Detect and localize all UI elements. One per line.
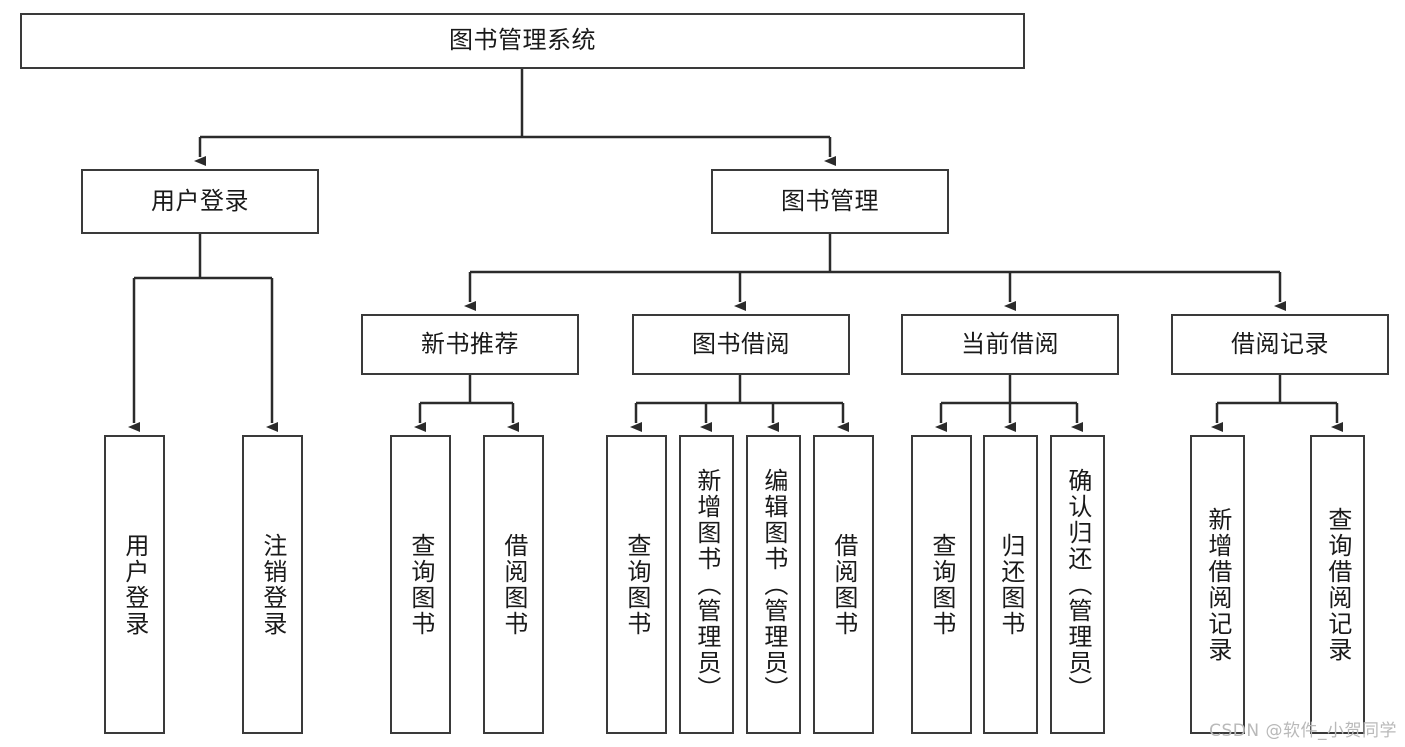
node-new-book-recommend-label: 新书推荐 <box>421 329 519 358</box>
node-user-login[interactable]: 用户登录 <box>81 169 319 234</box>
node-borrow-record[interactable]: 借阅记录 <box>1171 314 1389 375</box>
leaf-logout[interactable]: 注销登录 <box>242 435 303 734</box>
leaf-logout-label: 注销登录 <box>258 532 287 637</box>
leaf-query-book-current-label: 查询图书 <box>927 532 956 637</box>
leaf-add-borrow-record-label: 新增借阅记录 <box>1203 506 1232 663</box>
node-book-borrow[interactable]: 图书借阅 <box>632 314 850 375</box>
node-user-login-label: 用户登录 <box>151 186 249 215</box>
leaf-query-borrow-record[interactable]: 查询借阅记录 <box>1310 435 1365 734</box>
node-borrow-record-label: 借阅记录 <box>1231 329 1329 358</box>
node-current-borrow[interactable]: 当前借阅 <box>901 314 1119 375</box>
leaf-confirm-return-admin-label: 确认归还（管理员） <box>1063 467 1092 702</box>
leaf-borrow-book-recommend-label: 借阅图书 <box>499 532 528 637</box>
leaf-borrow-book[interactable]: 借阅图书 <box>813 435 874 734</box>
watermark: CSDN @软件_小贺同学 <box>1209 721 1397 741</box>
node-book-borrow-label: 图书借阅 <box>692 329 790 358</box>
node-current-borrow-label: 当前借阅 <box>961 329 1059 358</box>
leaf-query-book-borrow[interactable]: 查询图书 <box>606 435 667 734</box>
leaf-query-borrow-record-label: 查询借阅记录 <box>1323 506 1352 663</box>
node-root[interactable]: 图书管理系统 <box>20 13 1025 69</box>
leaf-add-borrow-record[interactable]: 新增借阅记录 <box>1190 435 1245 734</box>
leaf-add-book-admin[interactable]: 新增图书（管理员） <box>679 435 734 734</box>
leaf-query-book-borrow-label: 查询图书 <box>622 532 651 637</box>
node-book-management-label: 图书管理 <box>781 186 879 215</box>
leaf-query-book-current[interactable]: 查询图书 <box>911 435 972 734</box>
leaf-return-book[interactable]: 归还图书 <box>983 435 1038 734</box>
node-new-book-recommend[interactable]: 新书推荐 <box>361 314 579 375</box>
leaf-query-book-recommend-label: 查询图书 <box>406 532 435 637</box>
leaf-edit-book-admin[interactable]: 编辑图书（管理员） <box>746 435 801 734</box>
leaf-return-book-label: 归还图书 <box>996 532 1025 637</box>
leaf-query-book-recommend[interactable]: 查询图书 <box>390 435 451 734</box>
leaf-user-login[interactable]: 用户登录 <box>104 435 165 734</box>
leaf-user-login-label: 用户登录 <box>120 532 149 637</box>
node-book-management[interactable]: 图书管理 <box>711 169 949 234</box>
leaf-confirm-return-admin[interactable]: 确认归还（管理员） <box>1050 435 1105 734</box>
leaf-borrow-book-label: 借阅图书 <box>829 532 858 637</box>
leaf-borrow-book-recommend[interactable]: 借阅图书 <box>483 435 544 734</box>
node-root-label: 图书管理系统 <box>449 26 596 55</box>
leaf-add-book-admin-label: 新增图书（管理员） <box>692 467 721 702</box>
leaf-edit-book-admin-label: 编辑图书（管理员） <box>759 467 788 702</box>
